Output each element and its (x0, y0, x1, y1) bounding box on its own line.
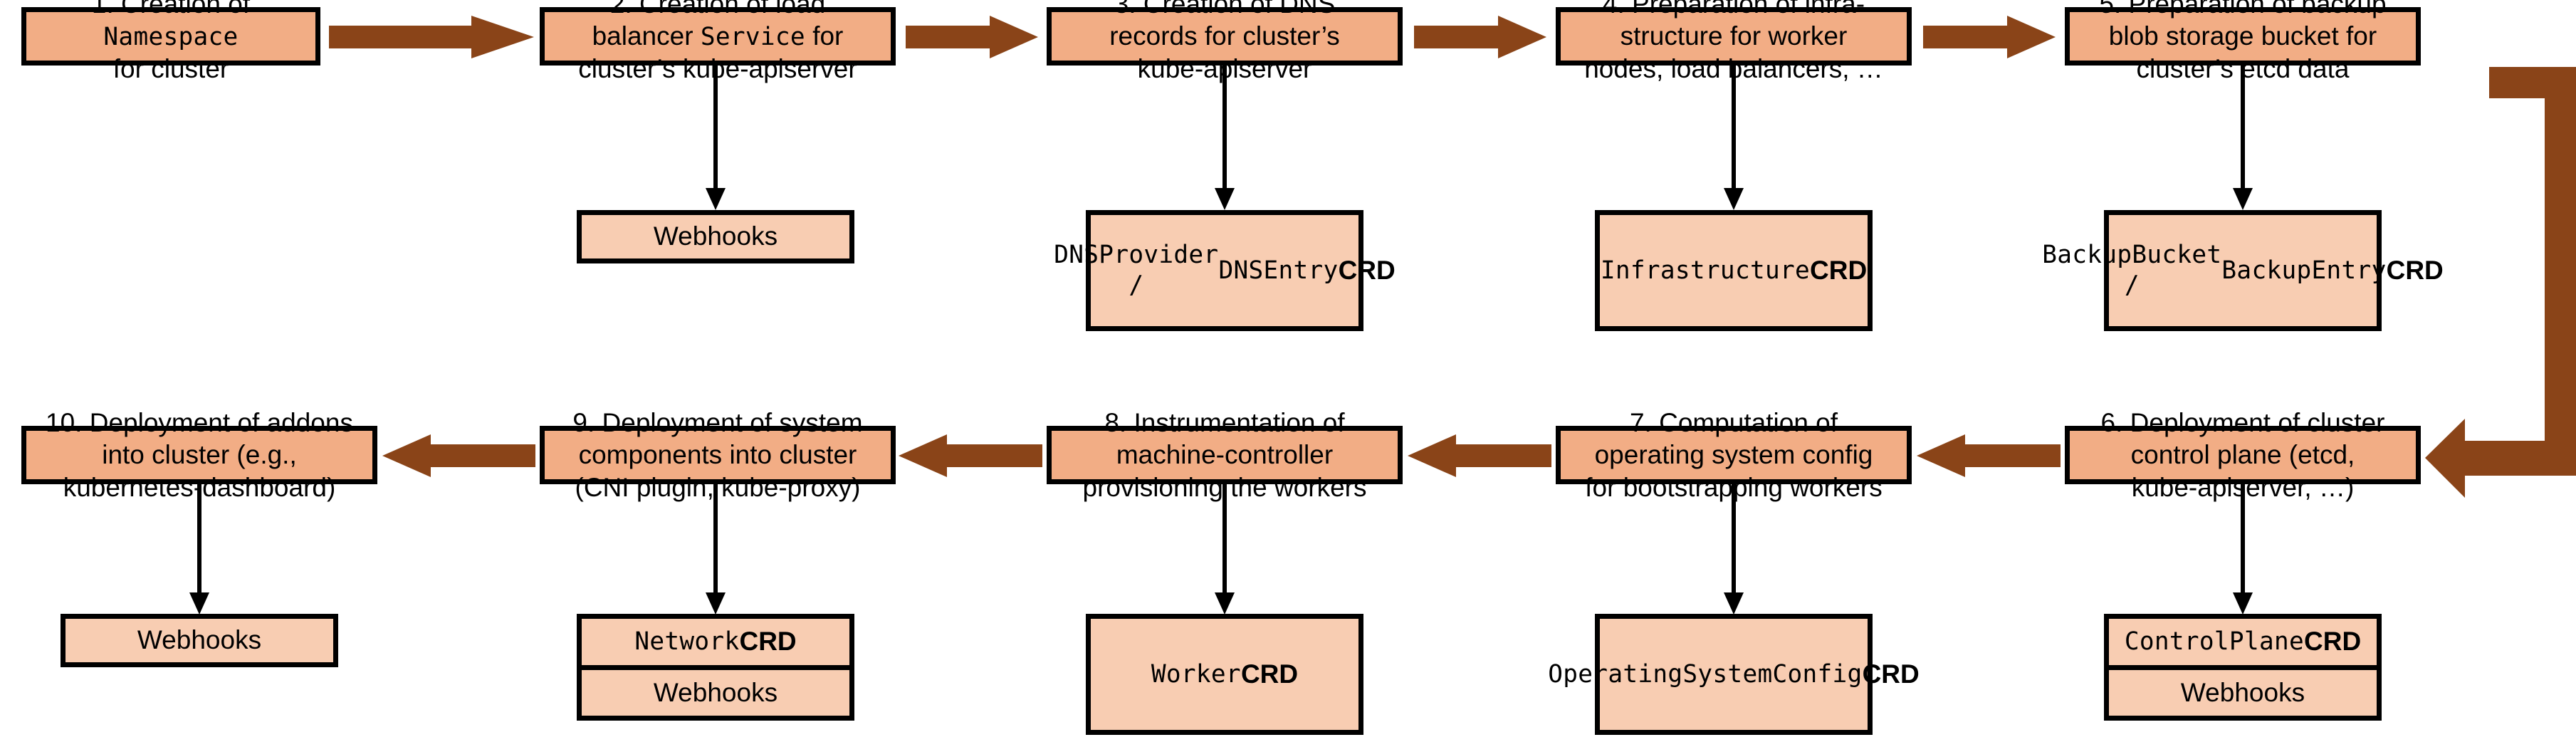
resource-6-cell-1: Webhooks (2109, 664, 2377, 716)
flow-arrow-3-to-4 (1414, 16, 1546, 58)
connector-step-3-to-resource (1210, 66, 1239, 211)
step-4-text: 4. Preparation of infra-structure for wo… (1584, 0, 1883, 83)
connector-step-9-to-resource (701, 484, 730, 616)
flow-arrow-2-to-3 (906, 16, 1038, 58)
step-box-4[interactable]: 4. Preparation of infra-structure for wo… (1556, 0, 1912, 83)
resource-6-cell-0: ControlPlane CRD (2124, 627, 2362, 657)
flow-arrow-1-to-2 (329, 16, 534, 58)
connector-step-4-to-resource (1719, 66, 1748, 211)
resource-box-10[interactable]: Webhooks (61, 614, 338, 667)
connector-step-2-to-resource (701, 66, 730, 211)
connector-step-7-to-resource (1719, 484, 1748, 616)
connector-step-8-to-resource (1210, 484, 1239, 616)
resource-9-cell-1: Webhooks (582, 664, 849, 716)
resource-box-3[interactable]: DNSProvider /DNSEntry CRD (1054, 210, 1396, 331)
flow-arrow-8-to-9 (1408, 434, 1551, 477)
resource-10-cell-0: Webhooks (137, 625, 262, 655)
resource-3-cell-0: DNSProvider /DNSEntry CRD (1054, 241, 1396, 300)
flow-arrow-10-out (382, 434, 535, 477)
flow-arrow-4-to-5 (1923, 16, 2056, 58)
resource-box-6[interactable]: ControlPlane CRD Webhooks (2104, 614, 2382, 721)
resource-box-2[interactable]: Webhooks (577, 210, 854, 263)
flow-arrow-7-to-8 (1917, 434, 2061, 477)
resource-2-cell-0: Webhooks (653, 221, 778, 251)
connector-step-6-to-resource (2229, 484, 2257, 616)
resource-5-cell-0: BackupBucket /BackupEntry CRD (2042, 241, 2444, 300)
resource-9-cell-0: Network CRD (634, 627, 797, 657)
flow-arrow-9-to-10 (899, 434, 1042, 477)
flow-arrow-5-to-6-wraparound (2424, 19, 2576, 510)
resource-box-9[interactable]: Network CRD Webhooks (577, 614, 854, 721)
connector-step-5-to-resource (2229, 66, 2257, 211)
resource-box-5[interactable]: BackupBucket /BackupEntry CRD (2042, 210, 2444, 331)
connector-step-10-to-resource (185, 484, 214, 616)
